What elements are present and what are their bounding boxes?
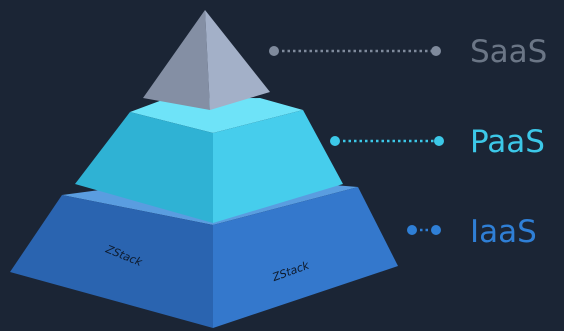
paas-connector xyxy=(330,136,444,146)
iaas-label: IaaS xyxy=(470,214,537,250)
iaas-left-face xyxy=(10,195,213,328)
paas-tier xyxy=(75,98,343,223)
iaas-connector xyxy=(407,225,441,235)
paas-right-face xyxy=(213,110,343,223)
saas-connector xyxy=(269,46,441,56)
paas-top-face xyxy=(130,98,303,133)
saas-right-face xyxy=(205,10,270,110)
iaas-right-face xyxy=(213,187,398,328)
saas-tier xyxy=(143,10,270,110)
paas-label: PaaS xyxy=(470,124,545,160)
saas-label: SaaS xyxy=(470,34,548,70)
paas-left-face xyxy=(75,112,213,223)
saas-left-face xyxy=(143,10,210,110)
